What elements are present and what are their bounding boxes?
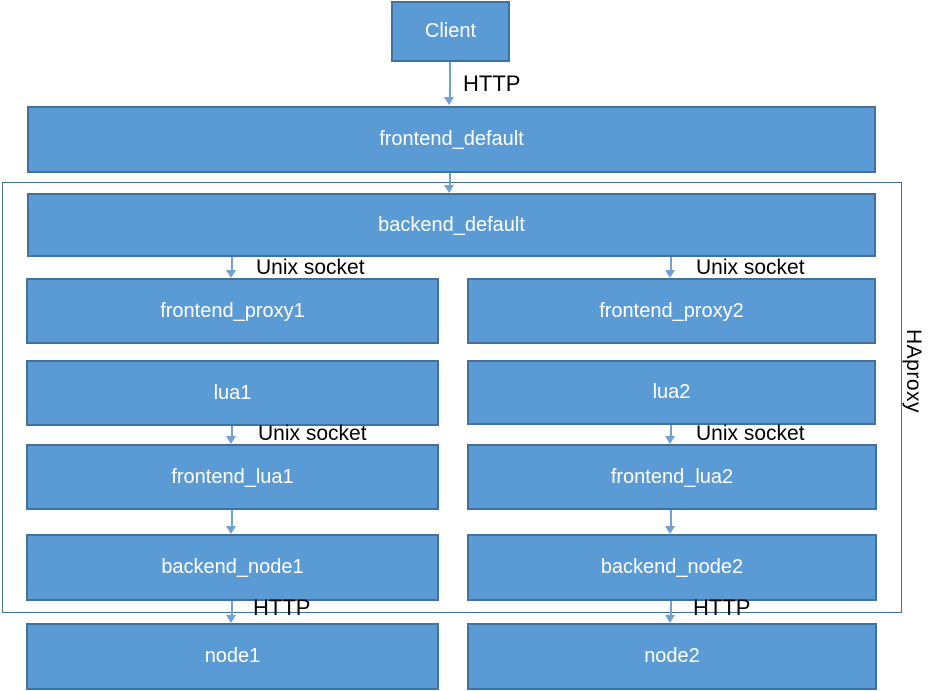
node-backend-node2: backend_node2 (467, 534, 877, 601)
haproxy-container-label: HAproxy (902, 329, 925, 414)
node-frontend-proxy1-label: frontend_proxy1 (160, 299, 305, 322)
node-client-label: Client (424, 20, 477, 42)
arrow-shaft (448, 62, 451, 97)
arrow-shaft (230, 257, 233, 270)
arrow-shaft (448, 173, 451, 185)
arrow-client-to-frontend-default (444, 62, 455, 105)
node-node1: node1 (26, 623, 439, 690)
node-frontend-proxy2-label: frontend_proxy2 (599, 299, 744, 322)
node-node2-label: node2 (644, 645, 700, 667)
edge-label-unix-socket-lua1: Unix socket (258, 422, 367, 445)
arrow-head-icon (226, 270, 236, 278)
node-frontend-proxy1: frontend_proxy1 (26, 278, 439, 344)
node-frontend-lua2-label: frontend_lua2 (610, 465, 734, 488)
node-frontend-lua1-label: frontend_lua1 (171, 465, 294, 488)
node-frontend-lua2: frontend_lua2 (467, 444, 877, 510)
node-backend-default-label: backend_default (378, 213, 525, 236)
arrow-backend-default-to-frontend-proxy2 (665, 257, 676, 278)
arrow-shaft (230, 510, 233, 526)
node-backend-default: backend_default (27, 193, 876, 257)
arrow-head-icon (226, 526, 236, 534)
arrow-frontend-lua1-to-backend-node1 (226, 510, 237, 534)
arrow-shaft (669, 510, 672, 526)
arrow-backend-node1-to-node1 (226, 601, 237, 623)
arrow-lua2-to-frontend-lua2 (665, 425, 676, 444)
node-client: Client (391, 1, 510, 62)
haproxy-container-box (2, 182, 902, 613)
node-backend-node1-label: backend_node1 (161, 556, 304, 578)
node-frontend-lua1: frontend_lua1 (26, 444, 439, 510)
node-lua1-label: lua1 (213, 381, 252, 404)
edge-label-http-client: HTTP (463, 71, 521, 96)
arrow-shaft (669, 425, 672, 436)
edge-label-unix-socket-lua2: Unix socket (696, 422, 805, 445)
edge-label-http-node1: HTTP (253, 595, 311, 620)
arrow-shaft (230, 601, 233, 615)
node-frontend-proxy2: frontend_proxy2 (467, 278, 876, 344)
arrow-head-icon (665, 615, 675, 623)
arrow-shaft (669, 257, 672, 270)
arrow-head-icon (226, 615, 236, 623)
node-frontend-default: frontend_default (27, 106, 876, 173)
node-lua1: lua1 (26, 360, 439, 426)
arrow-head-icon (444, 97, 454, 105)
arrow-frontend-default-to-backend-default (444, 173, 455, 193)
arrow-lua1-to-frontend-lua1 (226, 426, 237, 444)
node-node2: node2 (467, 623, 877, 690)
arrow-shaft (230, 426, 233, 436)
edge-label-unix-socket-proxy2: Unix socket (696, 256, 805, 279)
edge-label-unix-socket-proxy1: Unix socket (256, 256, 365, 279)
node-frontend-default-label: frontend_default (379, 128, 524, 150)
arrow-head-icon (226, 436, 236, 444)
arrow-head-icon (665, 436, 675, 444)
edge-label-http-node2: HTTP (693, 595, 751, 620)
arrow-frontend-lua2-to-backend-node2 (665, 510, 676, 534)
node-lua2: lua2 (467, 360, 876, 425)
arrow-shaft (669, 601, 672, 615)
node-lua2-label: lua2 (652, 381, 691, 403)
node-backend-node2-label: backend_node2 (600, 556, 744, 578)
node-node1-label: node1 (204, 645, 261, 667)
arrow-head-icon (665, 270, 675, 278)
arrow-head-icon (665, 526, 675, 534)
node-backend-node1: backend_node1 (26, 534, 439, 601)
arrow-backend-node2-to-node2 (665, 601, 676, 623)
arrow-backend-default-to-frontend-proxy1 (226, 257, 237, 278)
arrow-head-icon (444, 185, 454, 193)
